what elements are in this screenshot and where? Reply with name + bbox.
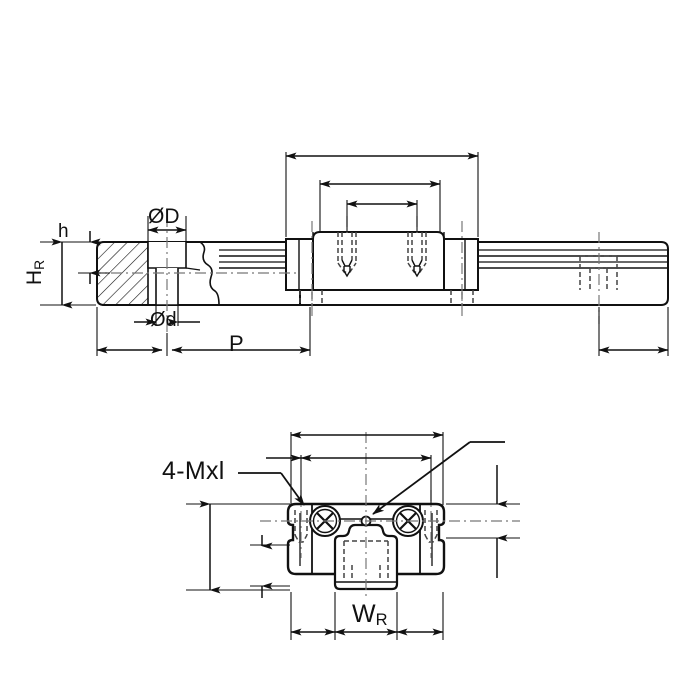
dim-hole-diameter [134, 305, 200, 326]
dim-carriage-hole-span-outer [319, 180, 441, 233]
dim-pitch-P [96, 307, 311, 356]
dim-counterbore-diameter [147, 216, 187, 241]
label-h: h [58, 221, 69, 242]
dim-rail-height-offset [250, 535, 290, 598]
dim-carriage-top-thickness [446, 465, 520, 578]
label-phi-d: Ød [150, 309, 177, 331]
label-HR: HR [23, 259, 48, 286]
label-WR: WR [352, 600, 388, 629]
label-phi-D: ØD [148, 205, 180, 228]
leader-center-hole [372, 441, 505, 515]
label-4-mxl: 4-Mxl [162, 457, 225, 485]
dim-carriage-width-overall [290, 431, 444, 505]
dim-height-HR [40, 238, 96, 309]
dim-rail-width-WR [290, 592, 444, 640]
leader-4mxl [238, 472, 305, 506]
dim-carriage-overall-length [285, 152, 479, 237]
dim-rail-end-distance [598, 307, 669, 356]
dim-carriage-height [186, 500, 290, 594]
carriage-block-side [285, 231, 479, 291]
label-P: P [229, 331, 244, 356]
dim-carriage-hole-span-inner [346, 200, 418, 232]
